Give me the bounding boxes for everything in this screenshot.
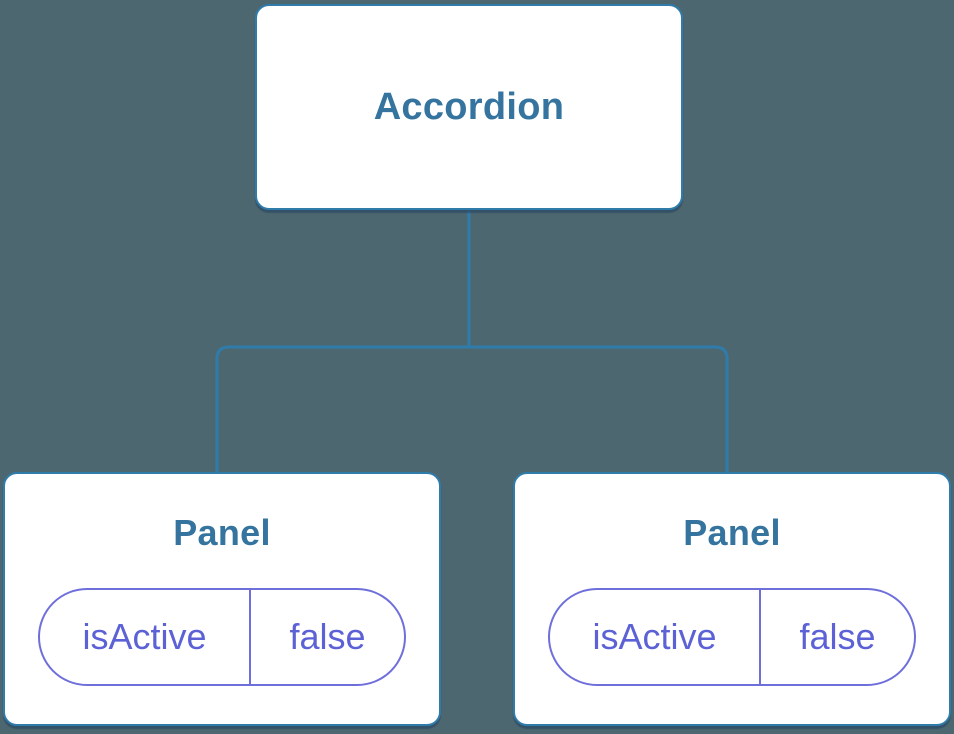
node-panel-left-label: Panel — [173, 512, 271, 553]
node-panel-right-label: Panel — [683, 512, 781, 553]
connector-bracket — [215, 345, 729, 473]
node-accordion: Accordion — [255, 4, 683, 210]
node-panel-left: Panel isActive false — [3, 472, 441, 726]
node-panel-right: Panel isActive false — [513, 472, 951, 726]
state-name-right: isActive — [550, 590, 762, 684]
state-name-left: isActive — [40, 590, 252, 684]
state-pill-left: isActive false — [38, 588, 406, 686]
state-value-right: false — [799, 616, 876, 657]
state-pill-right: isActive false — [548, 588, 916, 686]
state-value-left: false — [289, 616, 366, 657]
node-accordion-label: Accordion — [373, 85, 565, 128]
